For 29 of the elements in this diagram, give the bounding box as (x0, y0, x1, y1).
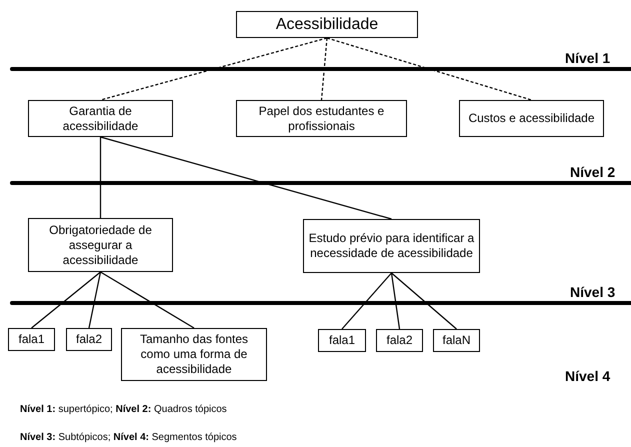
topic-box: Tamanho das fontes como uma forma de acessibilidade (121, 328, 267, 381)
topic-box: Obrigatoriedade de assegurar a acessibilidade (28, 218, 173, 272)
connector-line (100, 136, 392, 220)
topic-box: Garantia de acessibilidade (28, 100, 173, 137)
topic-box: Custos e acessibilidade (459, 100, 604, 137)
topic-box: Acessibilidade (236, 11, 418, 38)
level-label: Nível 3 (570, 283, 616, 302)
level-label: Nível 2 (570, 163, 616, 182)
legend-note: Nível 1: supertópico; Nível 2: Quadros tópicos (20, 403, 227, 417)
connector-line (390, 272, 400, 330)
level-label: Nível 4 (565, 367, 610, 386)
connector-line (88, 272, 102, 328)
legend-note: Nível 3: Subtópicos; Nível 4: Segmentos tópicos (20, 431, 237, 445)
connector-line (31, 272, 101, 328)
level-label: Nível 1 (565, 49, 610, 68)
topic-box: fala2 (376, 329, 423, 352)
connector-line (391, 272, 457, 330)
topic-box: fala2 (66, 328, 112, 351)
connector-line (100, 271, 194, 329)
topic-box: fala1 (8, 328, 55, 351)
topic-box: fala1 (318, 329, 366, 352)
connector-line (320, 38, 328, 100)
topic-box: Papel dos estudantes e profissionais (236, 100, 407, 137)
connector-line (100, 37, 328, 101)
connector-line (342, 272, 392, 330)
connector-line (326, 37, 532, 101)
topic-box: Estudo prévio para identificar a necessidade de acessibilidade (303, 219, 480, 273)
topic-box: falaN (433, 329, 480, 352)
connector-line (100, 137, 102, 218)
